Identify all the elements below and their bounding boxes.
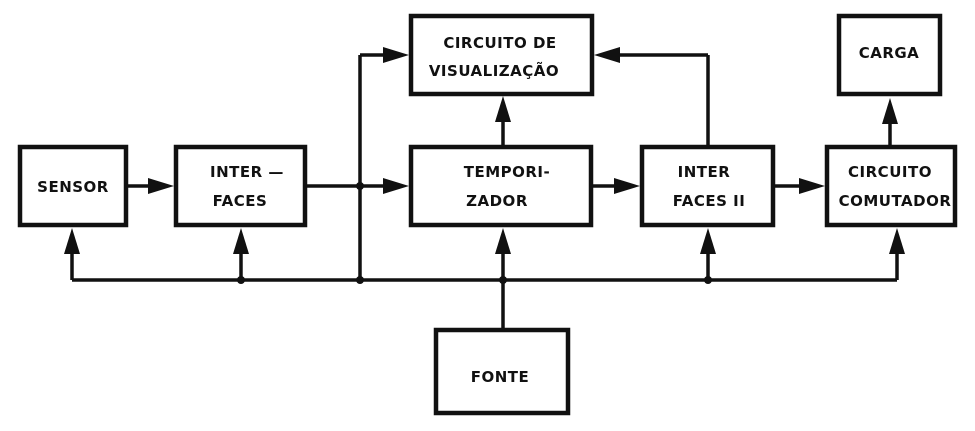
block-visualizacao: CIRCUITO DE VISUALIZAÇÃO xyxy=(408,13,595,97)
block-frame xyxy=(639,144,776,228)
arrow-head xyxy=(148,178,174,194)
block-frame xyxy=(173,144,308,228)
block-sensor: SENSOR xyxy=(17,144,129,228)
block-label: INTER — xyxy=(210,163,284,181)
arrow-head xyxy=(495,228,511,254)
arrow-head xyxy=(383,47,409,63)
block-label: INTER xyxy=(678,163,731,181)
arrow-head xyxy=(495,96,511,122)
block-frame xyxy=(836,13,943,97)
block-label: CARGA xyxy=(859,44,920,62)
block-interfaces2: INTER FACES II xyxy=(639,144,776,228)
block-label: SENSOR xyxy=(37,178,109,196)
block-label: FONTE xyxy=(471,368,530,386)
arrow-head xyxy=(799,178,825,194)
block-label: CIRCUITO xyxy=(848,163,932,181)
arrow-head xyxy=(889,228,905,254)
arrow-head xyxy=(383,178,409,194)
arrow-head xyxy=(700,228,716,254)
block-frame xyxy=(408,144,594,228)
junction-dot xyxy=(499,276,507,284)
block-interfaces: INTER — FACES xyxy=(173,144,308,228)
arrowheads xyxy=(64,47,905,254)
block-temporizador: TEMPORI- ZADOR xyxy=(408,144,594,228)
block-fonte: FONTE xyxy=(433,327,571,416)
block-frame xyxy=(408,13,595,97)
block-comutador: CIRCUITO COMUTADOR xyxy=(824,144,958,228)
power-bus xyxy=(70,53,899,330)
junction-dot xyxy=(237,276,245,284)
block-label: CIRCUITO DE xyxy=(443,34,556,52)
block-frame xyxy=(824,144,958,228)
signal-lines xyxy=(126,53,892,188)
block-label: COMUTADOR xyxy=(839,192,952,210)
arrow-head xyxy=(882,98,898,124)
block-label: TEMPORI- xyxy=(464,163,551,181)
arrow-head xyxy=(594,47,620,63)
block-label: FACES xyxy=(213,192,268,210)
arrow-head xyxy=(64,228,80,254)
block-label: ZADOR xyxy=(466,192,528,210)
arrow-head xyxy=(614,178,640,194)
block-label: FACES II xyxy=(673,192,746,210)
block-frame xyxy=(17,144,129,228)
junction-dot xyxy=(704,276,712,284)
arrow-head xyxy=(233,228,249,254)
block-carga: CARGA xyxy=(836,13,943,97)
block-label: VISUALIZAÇÃO xyxy=(429,61,559,80)
block-frame xyxy=(433,327,571,416)
junction-dot xyxy=(356,276,364,284)
